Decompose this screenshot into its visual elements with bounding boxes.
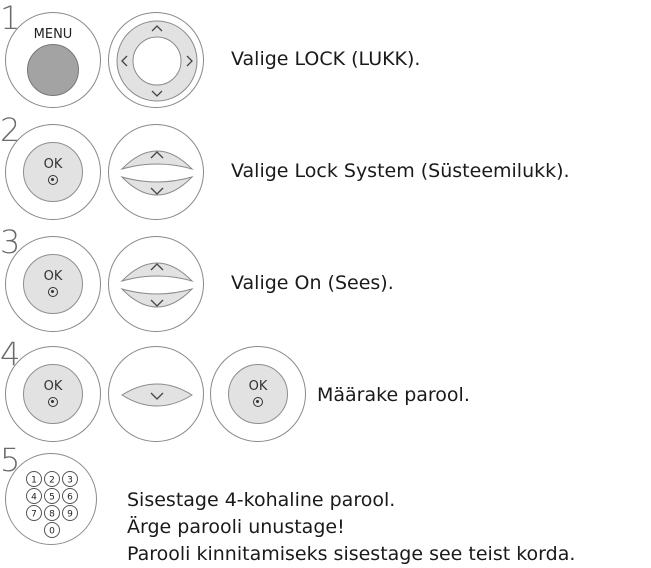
keypad-key-label: 1	[31, 475, 37, 485]
step-number: 4	[0, 335, 21, 373]
ok-button-icon: OK	[210, 346, 306, 442]
keypad-key: 5	[44, 488, 60, 504]
keypad-key-label: 5	[49, 492, 55, 502]
ok-label: OK	[248, 379, 268, 394]
ok-label: OK	[43, 157, 63, 172]
step-4: 4 OK OK Määrake parool.	[0, 336, 651, 442]
step-number: 1	[0, 0, 21, 37]
keypad-key: 9	[62, 505, 78, 521]
keypad-key-label: 4	[31, 492, 37, 502]
navigation-pad-icon	[108, 12, 204, 108]
keypad-key-label: 3	[67, 475, 73, 485]
step-2: 2 OK Valige Lock System (Süsteemilukk).	[0, 112, 651, 224]
keypad-key-label: 7	[31, 509, 37, 519]
step-text: Valige On (Sees).	[231, 272, 394, 294]
step-5: 5 1 2 3 4 5 6 7 8 9 0 Sisestage 4-kohaline parool…	[0, 444, 651, 566]
ok-dot-icon	[48, 287, 58, 297]
ok-dot-icon	[48, 397, 58, 407]
up-down-button-icon	[108, 236, 204, 332]
step-3: 3 OK Valige On (Sees).	[0, 224, 651, 336]
ok-dot-icon	[48, 175, 58, 185]
numeric-keypad-icon: 1 2 3 4 5 6 7 8 9 0	[5, 453, 97, 545]
keypad-key: 0	[44, 522, 60, 538]
keypad-key-label: 8	[49, 509, 55, 519]
keypad-key: 7	[26, 505, 42, 521]
keypad-key-label: 9	[67, 509, 73, 519]
ok-button-icon: OK	[5, 236, 101, 332]
keypad-key: 1	[26, 471, 42, 487]
step-text-block: Sisestage 4-kohaline parool. Ärge parool…	[127, 487, 575, 568]
step-text: Määrake parool.	[317, 384, 470, 406]
keypad-key: 8	[44, 505, 60, 521]
ok-dot-icon	[253, 397, 263, 407]
keypad-key-label: 0	[49, 526, 55, 536]
keypad-key: 2	[44, 471, 60, 487]
step-number: 3	[0, 223, 21, 261]
keypad-key: 4	[26, 488, 42, 504]
step-text-line: Ärge parooli unustage!	[127, 516, 345, 538]
ok-label: OK	[43, 269, 63, 284]
keypad-key-label: 6	[67, 492, 73, 502]
keypad-key-label: 2	[49, 475, 55, 485]
up-down-button-icon	[108, 124, 204, 220]
menu-button-label: MENU	[33, 27, 73, 42]
menu-button-icon: MENU	[5, 12, 101, 108]
ok-button-icon: OK	[5, 124, 101, 220]
step-text: Valige Lock System (Süsteemilukk).	[231, 160, 570, 182]
step-text-line: Parooli kinnitamiseks sisestage see teis…	[127, 543, 576, 565]
keypad-key: 6	[62, 488, 78, 504]
ok-button-icon: OK	[5, 346, 101, 442]
step-number: 2	[0, 111, 21, 149]
ok-label: OK	[43, 379, 63, 394]
step-text: Valige LOCK (LUKK).	[231, 48, 421, 70]
keypad-key: 3	[62, 471, 78, 487]
step-1: 1 MENU Valige LOCK (LUKK).	[0, 0, 651, 112]
step-text-line: Sisestage 4-kohaline parool.	[127, 489, 396, 511]
down-button-icon	[108, 346, 204, 442]
menu-button-face	[27, 44, 79, 96]
